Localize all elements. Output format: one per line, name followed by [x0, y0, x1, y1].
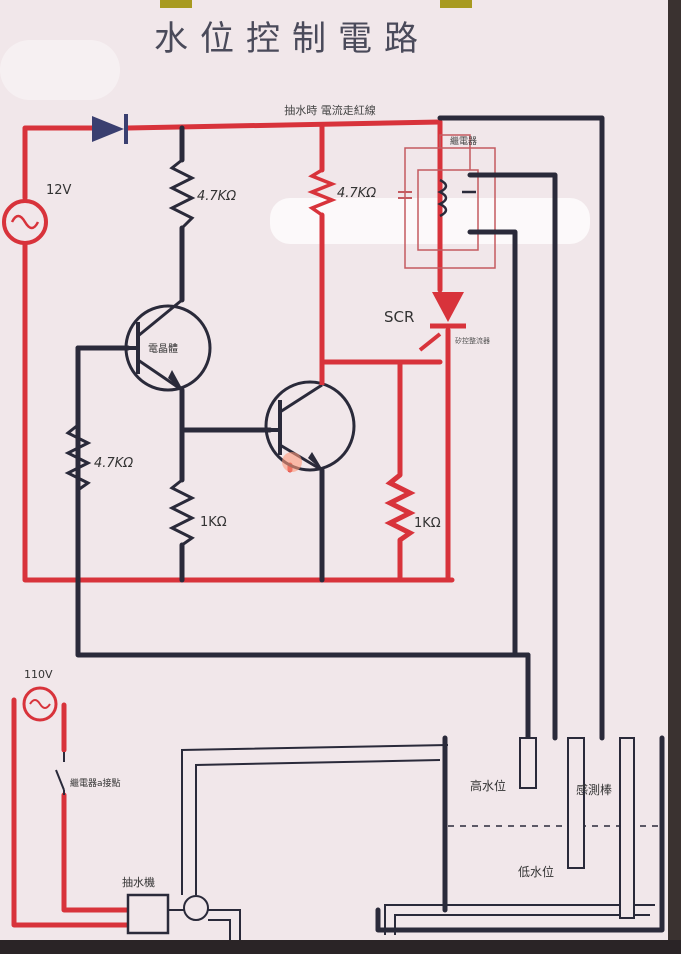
ac-sine-icon	[29, 699, 51, 709]
high-level-rod	[519, 737, 537, 789]
relay-outline	[404, 134, 496, 269]
board-frame-dark	[0, 940, 681, 954]
low-level-rod	[567, 737, 585, 869]
transistor-2-icon	[264, 362, 356, 472]
relay-coil-icon	[437, 178, 476, 218]
resistor-bottom-right	[384, 473, 416, 543]
relay-top-label: 繼電器	[450, 135, 477, 147]
r-top-mid-label: 4.7KΩ	[337, 186, 376, 201]
r-left-label: 4.7KΩ	[94, 456, 133, 471]
transistor-1-icon	[124, 298, 212, 392]
page-title: 水位控制電路	[154, 19, 430, 59]
relay-contact-label: 繼電器a接點	[70, 777, 121, 789]
clip-left	[160, 0, 192, 8]
scr-label: SCR	[384, 308, 414, 326]
sensing-rod-label: 感測棒	[576, 782, 612, 797]
clip-right	[440, 0, 472, 8]
water-pipe	[181, 744, 655, 935]
transistor-1-label: 電晶體	[148, 343, 178, 355]
sensing-rod	[619, 737, 635, 919]
pump-label: 抽水機	[122, 875, 155, 889]
r-bottom-left-label: 1KΩ	[200, 515, 227, 530]
ac-source-label: 110V	[24, 668, 53, 681]
pump-box	[126, 893, 170, 935]
subtitle-note: 抽水時 電流走紅線	[284, 103, 376, 117]
scr-icon	[418, 292, 466, 352]
dc-sine-icon	[10, 214, 40, 230]
resistor-left	[64, 423, 92, 492]
relay-contact-switch	[55, 752, 65, 795]
pump-pipe	[168, 895, 241, 940]
diode-icon	[92, 114, 128, 144]
sensing-rods	[519, 737, 635, 919]
high-level-label: 高水位	[470, 778, 506, 793]
resistor-top-mid	[307, 168, 337, 217]
resistor-bottom-left	[168, 478, 196, 547]
scr-desc-label: 矽控整流器	[455, 336, 490, 345]
resistor-top-left	[168, 158, 196, 230]
led-glow	[282, 452, 302, 472]
glare-highlight-left	[0, 40, 120, 100]
dark-wire-network	[75, 115, 665, 933]
ac-circuit	[11, 697, 131, 928]
r-top-left-label: 4.7KΩ	[197, 189, 236, 204]
r-bottom-right-label: 1KΩ	[414, 516, 441, 531]
capacitor-icon	[398, 191, 412, 199]
dc-source-label: 12V	[46, 183, 72, 198]
low-level-label: 低水位	[518, 864, 554, 879]
